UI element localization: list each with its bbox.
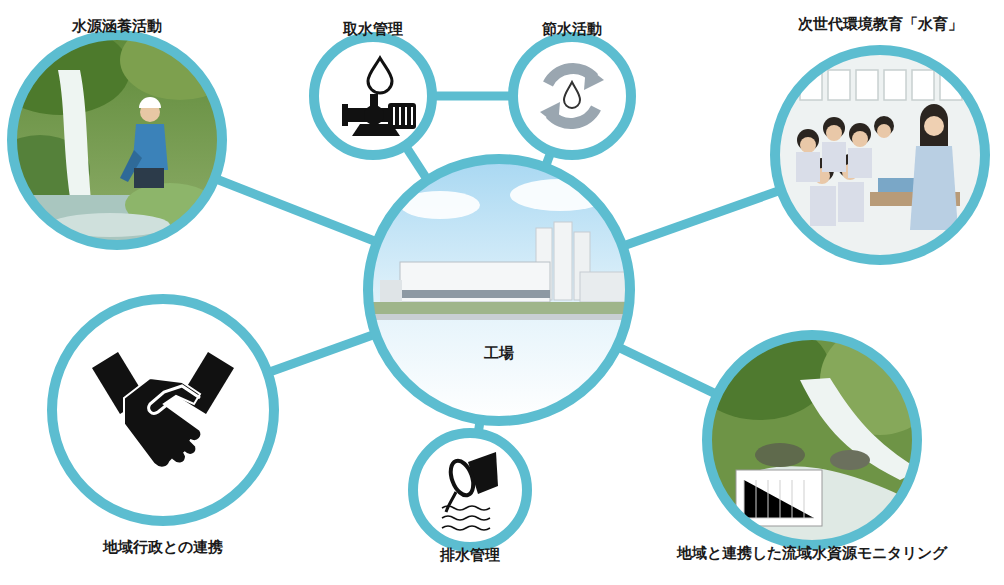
- illustration-part: [352, 124, 400, 136]
- illustration-part: [940, 70, 962, 100]
- circle-node: 水源涵養活動: [7, 30, 227, 250]
- illustration-part: [755, 443, 805, 467]
- node-label: 工場: [484, 344, 514, 362]
- illustration-part: [380, 280, 402, 302]
- illustration-part: [364, 105, 384, 125]
- pump-icon: [342, 58, 416, 136]
- circle-fills: [12, 35, 985, 547]
- illustration-part: [370, 302, 630, 314]
- illustration-part: [826, 125, 842, 141]
- illustration-part: [134, 168, 164, 188]
- illustration-part: [413, 433, 527, 547]
- classroom-photo: [775, 50, 985, 260]
- illustration-part: [510, 179, 610, 211]
- illustration-part: [848, 148, 872, 178]
- illustration-part: [342, 104, 348, 126]
- illustration-part: [124, 378, 201, 468]
- illustration-part: [400, 262, 550, 302]
- illustration-part: [877, 124, 891, 138]
- illustration-part: [828, 70, 850, 100]
- illustration-part: [584, 66, 604, 90]
- illustration-part: [149, 386, 200, 413]
- circle-node: 節水活動: [508, 32, 636, 160]
- illustration-part: [442, 506, 490, 530]
- illustration-part: [796, 152, 820, 182]
- illustration-part: [139, 97, 161, 108]
- connector-line: [620, 348, 715, 393]
- illustration-part: [446, 458, 477, 499]
- illustration-part: [580, 272, 630, 302]
- illustration-part: [52, 299, 274, 521]
- illustration-part: [180, 352, 234, 414]
- node-label: 地域と連携した流域水資源モニタリング: [677, 544, 947, 562]
- illustration-part: [368, 159, 630, 421]
- illustration-part: [810, 186, 836, 226]
- illustration-part: [852, 131, 868, 147]
- illustration-part: [830, 450, 870, 470]
- connector-line: [435, 92, 510, 101]
- connector-line: [218, 179, 375, 241]
- node-label: 水源涵養活動: [72, 17, 162, 35]
- illustration-part: [513, 37, 631, 155]
- illustration-part: [564, 82, 580, 108]
- illustration-part: [856, 70, 878, 100]
- circle-node: 地域行政との連携: [47, 294, 279, 526]
- illustration-part: [400, 191, 480, 219]
- node-label: 次世代環境教育「水育」: [798, 15, 963, 33]
- circle-node: 排水管理: [408, 428, 532, 552]
- node-label: 地域行政との連携: [103, 538, 223, 556]
- drain-pipe-icon: [442, 452, 498, 530]
- illustration-part: [796, 142, 872, 226]
- illustration-part: [50, 213, 170, 237]
- illustration-part: [924, 116, 944, 136]
- factory-photo: [370, 160, 630, 420]
- illustration-part: [800, 137, 816, 153]
- stream-photo: [690, 320, 940, 545]
- illustration-part: [912, 70, 934, 100]
- circle-node: 工場: [363, 154, 635, 426]
- circle-node: 取水管理: [309, 32, 437, 160]
- illustration-part: [800, 70, 962, 100]
- illustration-part: [884, 70, 906, 100]
- illustration-part: [775, 50, 985, 260]
- illustration-part: [744, 480, 814, 518]
- recycle-icon: [540, 66, 604, 126]
- handshake-icon: [92, 352, 234, 468]
- illustration-part: [800, 378, 920, 480]
- illustration-part: [838, 182, 864, 222]
- illustration-part: [910, 146, 958, 230]
- connector-line: [407, 148, 426, 178]
- water-source-photo: [0, 20, 240, 245]
- node-label: 取水管理: [343, 20, 403, 38]
- illustration-part: [775, 50, 985, 260]
- circle-node: 地域と連携した流域水資源モニタリング: [702, 330, 922, 550]
- node-label: 節水活動: [542, 20, 602, 38]
- node-label: 排水管理: [440, 546, 500, 564]
- illustration-part: [394, 107, 412, 125]
- illustration-part: [540, 102, 560, 126]
- illustration-part: [58, 70, 92, 210]
- connector-line: [625, 191, 778, 245]
- illustration-part: [736, 470, 822, 526]
- illustration-part: [554, 222, 572, 300]
- illustration-part: [400, 290, 550, 298]
- illustration-part: [370, 160, 630, 420]
- illustration-part: [800, 70, 822, 100]
- illustration-part: [368, 58, 392, 93]
- illustration-part: [822, 142, 846, 172]
- circle-node: 次世代環境教育「水育」: [770, 45, 990, 265]
- illustration-part: [920, 104, 948, 150]
- illustration-part: [314, 37, 432, 155]
- illustration-part: [797, 116, 894, 182]
- illustration-part: [370, 314, 630, 320]
- connector-line: [270, 335, 372, 372]
